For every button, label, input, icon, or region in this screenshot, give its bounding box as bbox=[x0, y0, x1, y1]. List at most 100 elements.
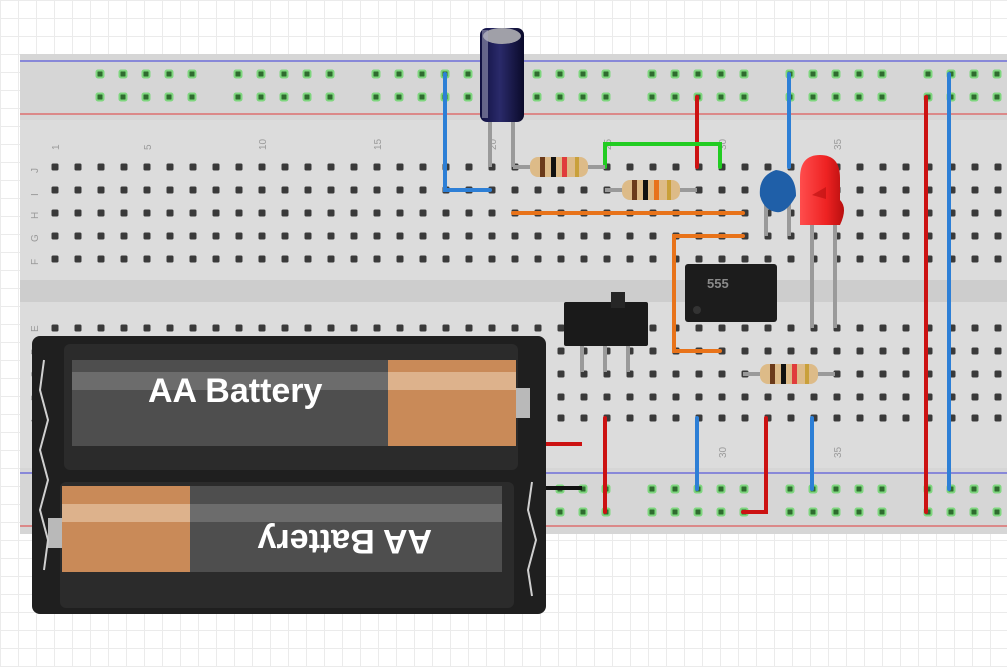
breadboard-hole[interactable] bbox=[235, 232, 243, 240]
breadboard-hole[interactable] bbox=[281, 324, 289, 332]
breadboard-hole[interactable] bbox=[946, 507, 956, 517]
breadboard-hole[interactable] bbox=[879, 232, 887, 240]
breadboard-hole[interactable] bbox=[235, 186, 243, 194]
breadboard-hole[interactable] bbox=[718, 255, 726, 263]
breadboard-hole[interactable] bbox=[97, 186, 105, 194]
breadboard-hole[interactable] bbox=[511, 186, 519, 194]
breadboard-hole[interactable] bbox=[555, 507, 565, 517]
breadboard-hole[interactable] bbox=[833, 347, 841, 355]
breadboard-hole[interactable] bbox=[879, 255, 887, 263]
breadboard-hole[interactable] bbox=[189, 324, 197, 332]
breadboard-hole[interactable] bbox=[785, 507, 795, 517]
breadboard-hole[interactable] bbox=[902, 414, 910, 422]
breadboard-hole[interactable] bbox=[854, 69, 864, 79]
breadboard-hole[interactable] bbox=[258, 255, 266, 263]
breadboard-hole[interactable] bbox=[532, 69, 542, 79]
breadboard-hole[interactable] bbox=[120, 186, 128, 194]
breadboard-hole[interactable] bbox=[97, 255, 105, 263]
breadboard-hole[interactable] bbox=[557, 347, 565, 355]
breadboard-hole[interactable] bbox=[994, 370, 1002, 378]
breadboard-hole[interactable] bbox=[371, 69, 381, 79]
breadboard-hole[interactable] bbox=[764, 393, 772, 401]
breadboard-hole[interactable] bbox=[350, 255, 358, 263]
breadboard-hole[interactable] bbox=[463, 92, 473, 102]
breadboard-hole[interactable] bbox=[741, 324, 749, 332]
breadboard-hole[interactable] bbox=[833, 414, 841, 422]
breadboard-hole[interactable] bbox=[879, 393, 887, 401]
breadboard-hole[interactable] bbox=[969, 484, 979, 494]
electrolytic-capacitor[interactable] bbox=[480, 28, 524, 167]
breadboard-hole[interactable] bbox=[578, 92, 588, 102]
breadboard-hole[interactable] bbox=[902, 255, 910, 263]
breadboard-hole[interactable] bbox=[51, 186, 59, 194]
breadboard-hole[interactable] bbox=[856, 347, 864, 355]
breadboard-hole[interactable] bbox=[994, 393, 1002, 401]
breadboard-hole[interactable] bbox=[233, 69, 243, 79]
breadboard-hole[interactable] bbox=[304, 255, 312, 263]
breadboard-hole[interactable] bbox=[51, 232, 59, 240]
breadboard-hole[interactable] bbox=[578, 69, 588, 79]
breadboard-hole[interactable] bbox=[971, 393, 979, 401]
breadboard-hole[interactable] bbox=[971, 163, 979, 171]
breadboard-hole[interactable] bbox=[785, 484, 795, 494]
breadboard-hole[interactable] bbox=[258, 324, 266, 332]
breadboard-hole[interactable] bbox=[787, 324, 795, 332]
breadboard-hole[interactable] bbox=[879, 347, 887, 355]
breadboard-hole[interactable] bbox=[716, 484, 726, 494]
breadboard-hole[interactable] bbox=[695, 255, 703, 263]
breadboard-hole[interactable] bbox=[120, 255, 128, 263]
breadboard-hole[interactable] bbox=[580, 414, 588, 422]
breadboard-hole[interactable] bbox=[164, 92, 174, 102]
breadboard-hole[interactable] bbox=[992, 92, 1002, 102]
breadboard-hole[interactable] bbox=[74, 232, 82, 240]
breadboard-hole[interactable] bbox=[373, 324, 381, 332]
breadboard-hole[interactable] bbox=[120, 163, 128, 171]
breadboard-hole[interactable] bbox=[994, 209, 1002, 217]
breadboard-hole[interactable] bbox=[877, 507, 887, 517]
breadboard-hole[interactable] bbox=[718, 414, 726, 422]
breadboard-hole[interactable] bbox=[304, 324, 312, 332]
breadboard-hole[interactable] bbox=[511, 232, 519, 240]
breadboard-hole[interactable] bbox=[396, 255, 404, 263]
breadboard-hole[interactable] bbox=[831, 484, 841, 494]
breadboard-hole[interactable] bbox=[603, 232, 611, 240]
breadboard-hole[interactable] bbox=[304, 232, 312, 240]
breadboard-hole[interactable] bbox=[442, 324, 450, 332]
breadboard-hole[interactable] bbox=[971, 324, 979, 332]
breadboard-hole[interactable] bbox=[879, 163, 887, 171]
breadboard-hole[interactable] bbox=[971, 414, 979, 422]
breadboard-hole[interactable] bbox=[649, 232, 657, 240]
breadboard-hole[interactable] bbox=[327, 163, 335, 171]
breadboard-hole[interactable] bbox=[854, 92, 864, 102]
breadboard-hole[interactable] bbox=[488, 324, 496, 332]
breadboard-hole[interactable] bbox=[879, 370, 887, 378]
breadboard-hole[interactable] bbox=[994, 414, 1002, 422]
breadboard-hole[interactable] bbox=[465, 232, 473, 240]
breadboard-hole[interactable] bbox=[810, 393, 818, 401]
breadboard-hole[interactable] bbox=[51, 324, 59, 332]
breadboard-hole[interactable] bbox=[51, 209, 59, 217]
breadboard-hole[interactable] bbox=[578, 507, 588, 517]
breadboard-hole[interactable] bbox=[373, 163, 381, 171]
breadboard-hole[interactable] bbox=[971, 209, 979, 217]
breadboard-hole[interactable] bbox=[417, 92, 427, 102]
breadboard-hole[interactable] bbox=[764, 324, 772, 332]
breadboard-hole[interactable] bbox=[534, 186, 542, 194]
breadboard-hole[interactable] bbox=[74, 186, 82, 194]
breadboard-hole[interactable] bbox=[396, 324, 404, 332]
breadboard-hole[interactable] bbox=[994, 186, 1002, 194]
breadboard-hole[interactable] bbox=[419, 209, 427, 217]
breadboard-hole[interactable] bbox=[787, 414, 795, 422]
breadboard-hole[interactable] bbox=[233, 92, 243, 102]
breadboard-hole[interactable] bbox=[695, 186, 703, 194]
breadboard-hole[interactable] bbox=[534, 255, 542, 263]
breadboard-hole[interactable] bbox=[74, 209, 82, 217]
breadboard-hole[interactable] bbox=[992, 69, 1002, 79]
breadboard-hole[interactable] bbox=[235, 324, 243, 332]
breadboard-hole[interactable] bbox=[902, 393, 910, 401]
breadboard-hole[interactable] bbox=[419, 232, 427, 240]
breadboard-hole[interactable] bbox=[281, 209, 289, 217]
breadboard-hole[interactable] bbox=[971, 255, 979, 263]
breadboard-hole[interactable] bbox=[808, 507, 818, 517]
breadboard-hole[interactable] bbox=[212, 163, 220, 171]
